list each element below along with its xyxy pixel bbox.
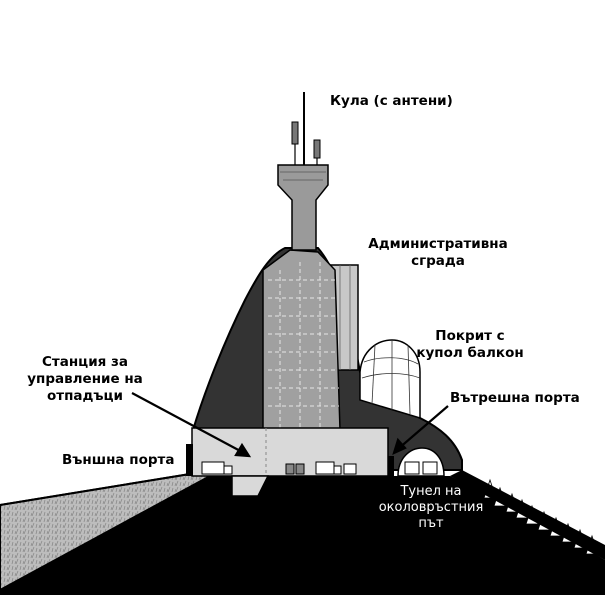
label-waste-line3: отпадъци (46, 388, 124, 404)
tower (277, 164, 329, 251)
vehicles (201, 461, 357, 475)
label-tower: Кула (с антени) (330, 93, 453, 109)
label-waste-line2: управление на (27, 371, 143, 387)
waste-pit (231, 475, 270, 497)
label-dome-line1: Покрит с (435, 328, 505, 344)
label-tunnel-line1: Тунел на (400, 484, 462, 499)
label-waste-station: Станция за управление на отпадъци (20, 354, 150, 405)
left-hillside-edge (0, 473, 191, 506)
label-outer-gate: Външна порта (62, 452, 175, 468)
label-tunnel: Тунел на околовръстния път (372, 484, 490, 532)
label-admin-line1: Административна (368, 236, 508, 252)
outer-gate (186, 444, 193, 476)
label-dome-balcony: Покрит с купол балкон (410, 328, 530, 362)
inner-gate (388, 456, 394, 476)
label-tunnel-line2: околовръстния (378, 500, 484, 515)
label-inner-gate: Вътрешна порта (450, 390, 580, 406)
label-tunnel-line3: път (418, 516, 444, 531)
inner-building (262, 249, 341, 431)
mountain-base (0, 476, 605, 595)
label-admin-line2: сграда (411, 253, 465, 269)
pointer-arrows (131, 392, 449, 458)
label-administrative-building: Административна сграда (368, 236, 508, 270)
label-dome-line2: купол балкон (416, 345, 524, 361)
tower-antennas (291, 92, 321, 165)
label-waste-line1: Станция за (42, 354, 128, 370)
